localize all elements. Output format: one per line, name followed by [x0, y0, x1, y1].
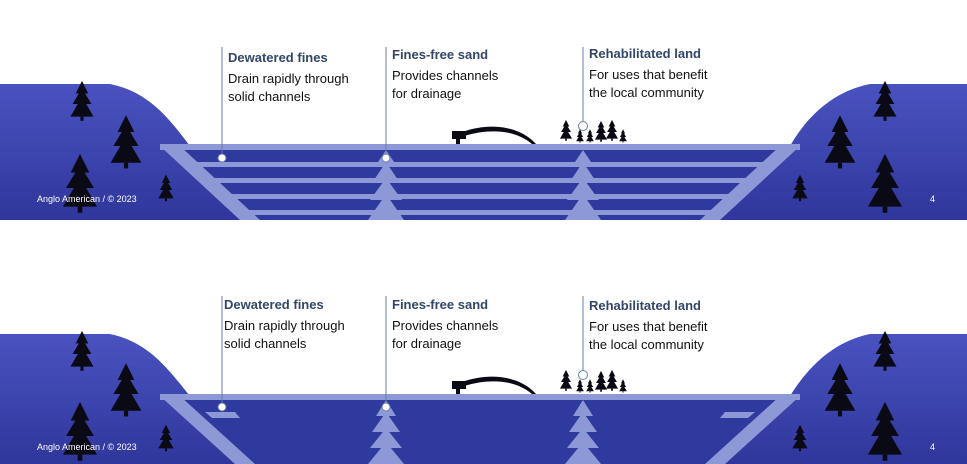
- footer-copyright: Anglo American / © 2023: [37, 442, 137, 452]
- page-number: 4: [930, 442, 936, 452]
- callout-marker: [381, 153, 391, 163]
- pit-body: [160, 396, 800, 464]
- callout-text: Provides channels: [392, 68, 499, 83]
- callout-dewatered-fines: Dewatered fines Drain rapidly through so…: [224, 297, 345, 353]
- pine-tree-icon: [605, 369, 619, 391]
- tailings-cross-section: [0, 47, 967, 220]
- callout-marker: [217, 153, 227, 163]
- callout-text: for drainage: [392, 86, 462, 101]
- diagram-panel-bottom: Dewatered fines Drain rapidly through so…: [0, 232, 967, 464]
- pine-tree-icon: [594, 370, 608, 392]
- callout-text: Drain rapidly through: [228, 71, 349, 86]
- callout-fines-free-sand: Fines-free sand Provides channels for dr…: [392, 297, 498, 353]
- callout-rehabilitated-land: Rehabilitated land For uses that benefit…: [589, 298, 708, 354]
- callout-marker: [578, 121, 588, 131]
- callout-fines-free-sand: Fines-free sand Provides channels for dr…: [392, 47, 498, 103]
- pine-tree-icon: [586, 379, 594, 393]
- callout-text: solid channels: [228, 89, 311, 104]
- pine-tree-icon: [559, 369, 573, 391]
- callout-title: Rehabilitated land: [589, 46, 701, 61]
- callout-title: Fines-free sand: [392, 297, 489, 312]
- pine-tree-icon: [559, 119, 573, 141]
- callout-title: Dewatered fines: [228, 50, 328, 65]
- callout-dewatered-fines: Dewatered fines Drain rapidly through so…: [228, 50, 349, 106]
- callout-text: the local community: [589, 337, 704, 352]
- spray-cannon-icon: [452, 376, 536, 394]
- callout-marker: [578, 370, 588, 380]
- tailings-cross-section: [0, 296, 967, 464]
- callout-text: For uses that benefit: [589, 67, 708, 82]
- callout-text: for drainage: [392, 336, 462, 351]
- callout-rehabilitated-land: Rehabilitated land For uses that benefit…: [589, 46, 708, 102]
- callout-title: Rehabilitated land: [589, 298, 701, 313]
- callout-text: For uses that benefit: [589, 319, 708, 334]
- page-number: 4: [930, 194, 936, 204]
- pine-tree-icon: [576, 379, 584, 393]
- callout-marker: [381, 402, 391, 412]
- pine-tree-icon: [594, 120, 608, 142]
- callout-text: the local community: [589, 85, 704, 100]
- pine-tree-icon: [586, 129, 594, 143]
- diagram-panel-top: Dewatered fines Drain rapidly through so…: [0, 46, 967, 220]
- footer-copyright: Anglo American / © 2023: [37, 194, 137, 204]
- pine-tree-icon: [619, 129, 627, 143]
- spray-cannon-icon: [452, 126, 536, 144]
- callout-text: Drain rapidly through: [224, 318, 345, 333]
- callout-text: solid channels: [224, 336, 307, 351]
- callout-text: Provides channels: [392, 318, 499, 333]
- callout-title: Dewatered fines: [224, 297, 324, 312]
- pine-tree-icon: [605, 119, 619, 141]
- pine-tree-icon: [619, 379, 627, 393]
- callout-title: Fines-free sand: [392, 47, 489, 62]
- pine-tree-icon: [576, 129, 584, 143]
- callout-marker: [217, 402, 227, 412]
